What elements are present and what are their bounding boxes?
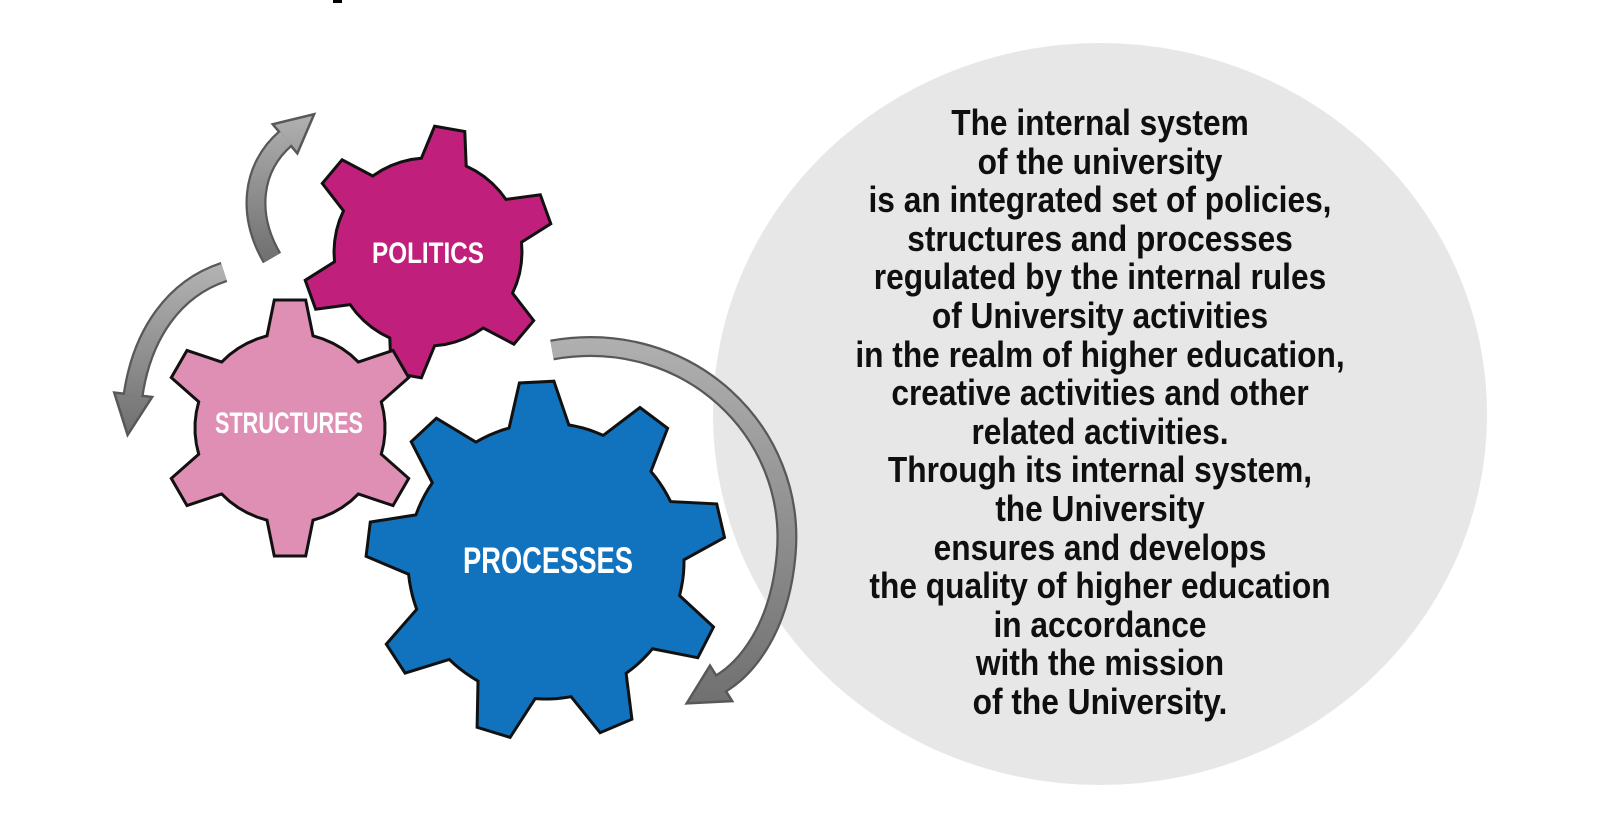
circle-text-line: with the mission xyxy=(975,642,1225,684)
circle-text-line: ensures and develops xyxy=(933,526,1267,568)
circle-text-line: regulated by the internal rules xyxy=(873,256,1327,298)
politics-gear xyxy=(303,124,553,380)
processes-gear xyxy=(364,379,727,740)
circle-text-block: The internal system of the university is… xyxy=(810,102,1391,722)
circle-text-line: creative activities and other xyxy=(891,372,1309,414)
curved-arrow-around-processes xyxy=(550,336,798,705)
circle-text-line: of University activities xyxy=(931,294,1269,336)
politics-gear-label: POLITICS xyxy=(372,237,484,270)
arrowhead-down-left xyxy=(112,391,155,438)
circle-text-line: is an integrated set of policies, xyxy=(868,179,1332,221)
circle-text-line: of the university xyxy=(977,140,1223,182)
processes-gear-label: PROCESSES xyxy=(463,540,633,581)
circle-text-line: in accordance xyxy=(993,603,1207,645)
structures-gear-label: STRUCTURES xyxy=(215,407,363,440)
circle-text-line: of the University. xyxy=(972,680,1228,722)
curved-arrow-down-left xyxy=(112,262,228,438)
circle-text-line: The internal system xyxy=(951,102,1249,143)
circle-text-line: the quality of higher education xyxy=(869,565,1331,607)
circle-text-line: in the realm of higher education, xyxy=(855,333,1345,375)
description-circle xyxy=(713,43,1487,785)
curved-arrow-up-right xyxy=(245,112,317,264)
structures-gear xyxy=(169,298,411,558)
circle-text-line: the University xyxy=(995,487,1205,529)
top-edge-artifact xyxy=(333,0,342,3)
circle-text-line: related activities. xyxy=(971,410,1229,452)
circle-text-line: Through its internal system, xyxy=(887,449,1313,491)
circle-text-line: structures and processes xyxy=(907,217,1293,259)
